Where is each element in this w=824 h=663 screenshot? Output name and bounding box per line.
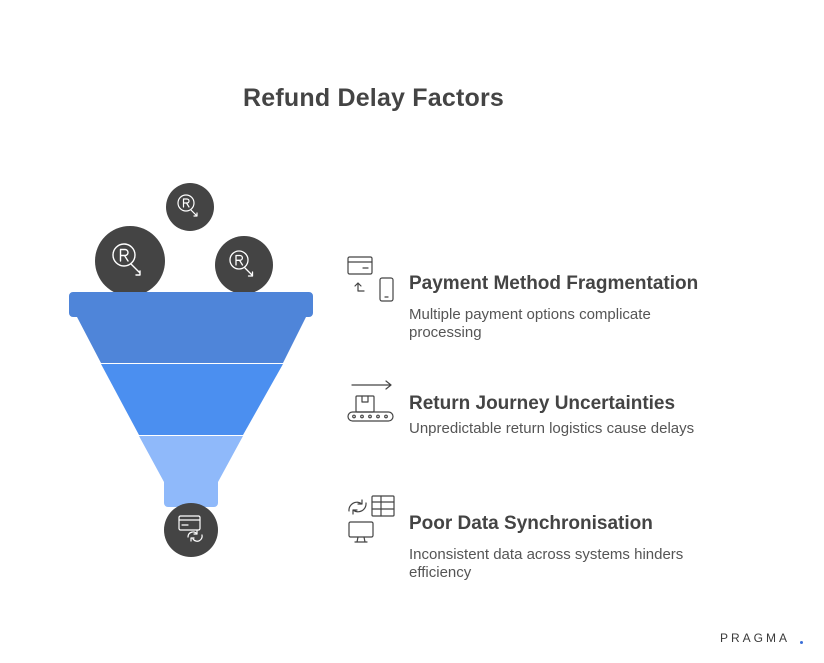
funnel-output-coin [164, 503, 218, 557]
rupee-coin-large [95, 226, 165, 296]
rupee-refund-icon [112, 243, 141, 276]
pragma-logo: PRAGMA [720, 631, 791, 645]
logo-dot [800, 641, 803, 644]
table-sync-monitor-icon [346, 494, 398, 551]
funnel-top-section [69, 292, 313, 363]
rupee-refund-icon [229, 250, 254, 277]
rupee-coin-small [166, 183, 214, 231]
factor-heading-return: Return Journey Uncertainties [409, 393, 676, 414]
funnel-bottom-section [139, 436, 243, 507]
diagram-title: Refund Delay Factors [243, 84, 505, 112]
factor-description-data: Inconsistent data across systems hinders… [409, 546, 684, 581]
rupee-refund-icon [177, 194, 198, 217]
conveyor-package-icon [346, 376, 396, 431]
rupee-coin-medium [215, 236, 273, 294]
factor-heading-data: Poor Data Synchronisation [409, 513, 653, 534]
factor-description-return: Unpredictable return logistics cause del… [409, 420, 695, 437]
factor-heading-payment: Payment Method Fragmentation [409, 273, 699, 294]
funnel-middle-section [101, 364, 283, 435]
card-refresh-icon [178, 515, 203, 542]
factor-description-payment: Multiple payment options complicate proc… [409, 306, 651, 341]
card-to-mobile-icon [346, 254, 396, 309]
